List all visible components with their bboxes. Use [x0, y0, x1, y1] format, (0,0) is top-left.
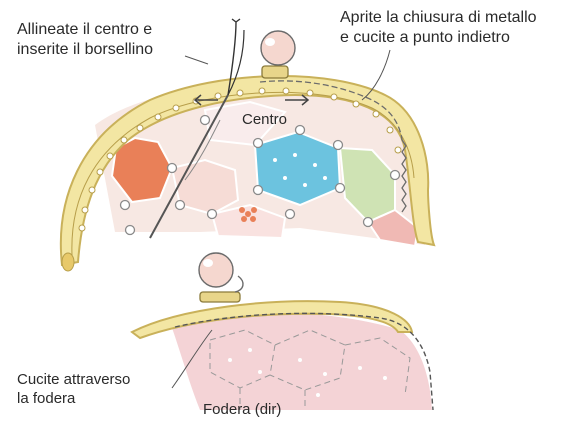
label-align-line2: inserite il borsellino: [17, 40, 153, 60]
frame-end-left: [62, 253, 74, 271]
lining-clasp-hinge: [200, 292, 240, 302]
bottom-lining-illustration: [132, 253, 433, 410]
lining-clasp-stem: [235, 276, 243, 292]
lining-clasp-shine: [203, 259, 213, 267]
label-sew-line2: la fodera: [17, 389, 75, 409]
clasp-ball: [261, 31, 295, 65]
clasp-hinge: [262, 66, 288, 78]
label-lining: Fodera (dir): [203, 400, 281, 420]
label-align-line1: Allineate il centro e: [17, 20, 152, 40]
label-sew-line1: Cucite attraverso: [17, 370, 130, 390]
leader-align: [185, 56, 208, 64]
lining-clasp-ball: [199, 253, 233, 287]
clasp-ball-shine: [265, 38, 275, 46]
label-open-line1: Aprite la chiusura di metallo: [340, 8, 537, 28]
label-open-line2: e cucite a punto indietro: [340, 28, 510, 48]
hexagon-blue: [255, 132, 340, 205]
label-center: Centro: [242, 110, 287, 130]
